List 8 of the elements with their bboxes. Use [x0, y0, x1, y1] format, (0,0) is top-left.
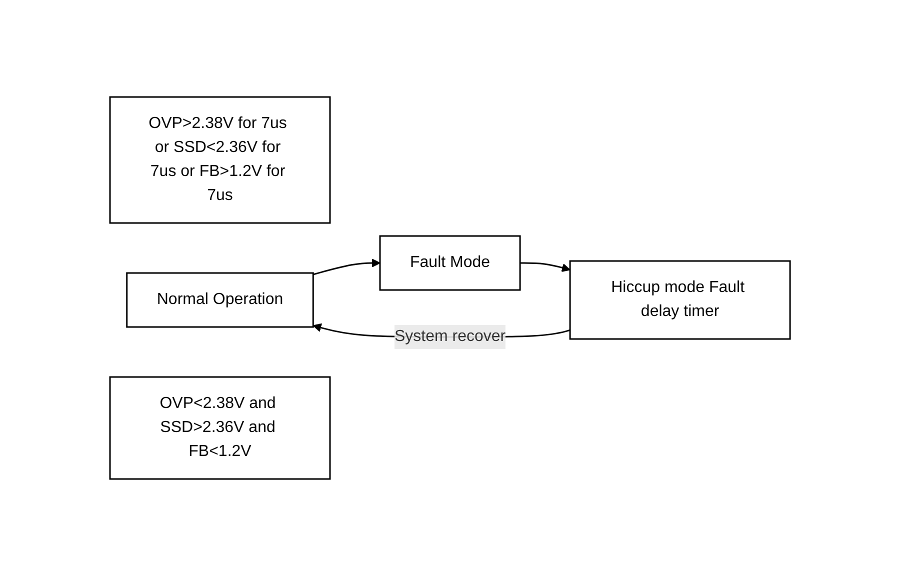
- node-box: Normal Operation: [126, 272, 314, 328]
- node-box: OVP>2.38V for 7us or SSD<2.36V for 7us or FB>1.2V for 7us: [109, 96, 331, 224]
- node-box: Hiccup mode Fault delay timer: [569, 260, 791, 340]
- edge-label: System recover: [394, 328, 506, 345]
- node-box: OVP<2.38V and SSD>2.36V and FB<1.2V: [109, 376, 331, 480]
- node-box: Fault Mode: [379, 235, 521, 291]
- arrow: [312, 258, 380, 276]
- arrow: [520, 262, 570, 272]
